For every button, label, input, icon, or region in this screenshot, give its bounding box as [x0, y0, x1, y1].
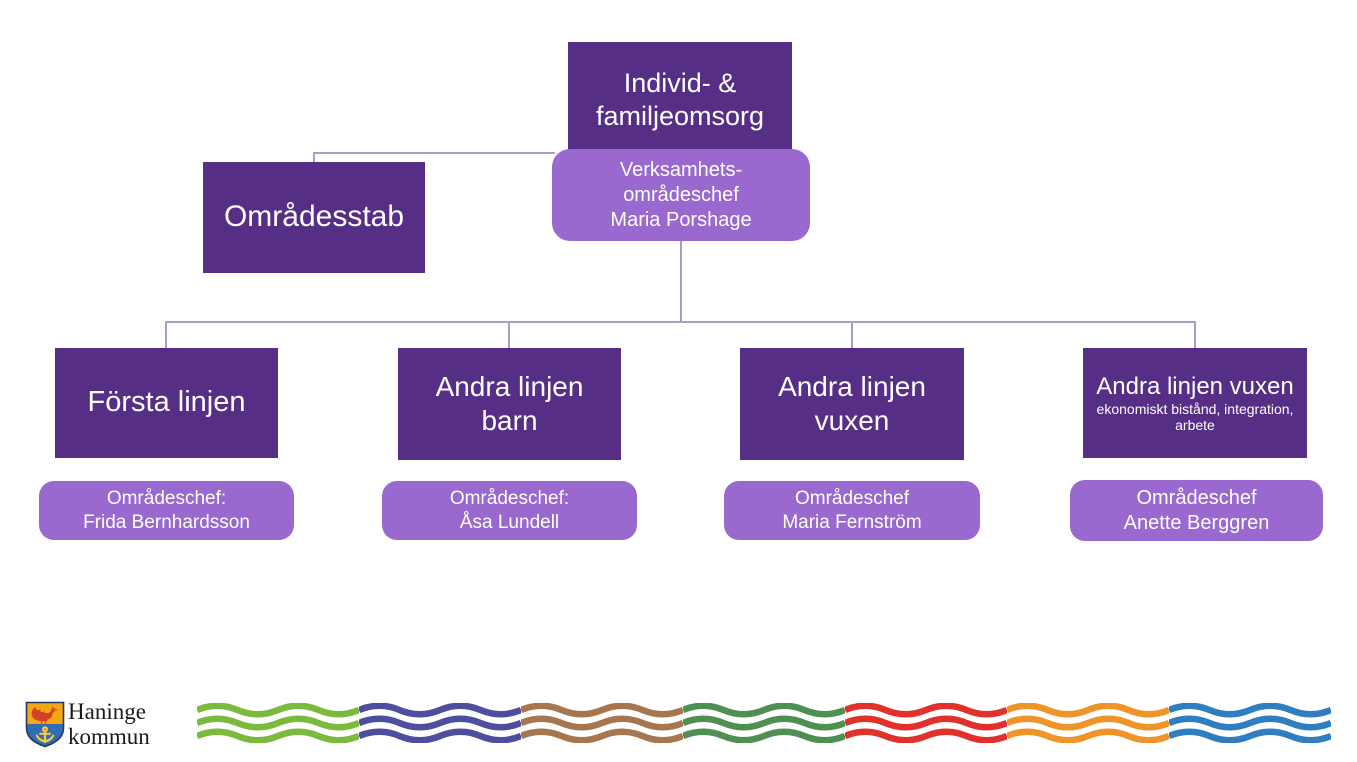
connector-main-horizontal — [165, 321, 1196, 323]
org-box-omradesstab: Områdesstab — [203, 162, 425, 273]
org-box-andra-linjen-vuxen-title: Andra linjen vuxen — [778, 370, 926, 436]
wave-segment-2 — [359, 703, 521, 743]
rooster-icon — [31, 706, 58, 724]
org-box-forsta-linjen-title: Första linjen — [87, 386, 246, 419]
org-box-andra-linjen-vuxen-ekonomiskt-title: Andra linjen vuxen — [1096, 373, 1294, 401]
manager-badge-andra-linjen-vuxen-ekonomiskt-label: Områdeschef Anette Berggren — [1123, 486, 1270, 534]
shield-border — [25, 701, 65, 748]
org-box-andra-linjen-vuxen-ekonomiskt-subtitle: ekonomiskt bistånd, integration, arbete — [1096, 400, 1294, 433]
haninge-coat-of-arms-icon — [25, 701, 65, 748]
logo-text: Haninge kommun — [68, 699, 150, 749]
manager-badge-andra-linjen-barn: Områdeschef: Åsa Lundell — [382, 481, 637, 540]
org-box-andra-linjen-barn: Andra linjen barn — [398, 348, 621, 460]
manager-badge-root-label: Verksamhets- områdeschef Maria Porshage — [610, 158, 752, 231]
wave-segment-3 — [521, 703, 683, 743]
manager-badge-forsta-linjen-label: Områdeschef: Frida Bernhardsson — [83, 487, 250, 533]
connector-staff-drop — [313, 152, 315, 163]
anchor-icon — [35, 726, 55, 744]
org-box-andra-linjen-vuxen: Andra linjen vuxen — [740, 348, 964, 460]
org-box-omradesstab-title: Områdesstab — [223, 200, 405, 234]
manager-badge-andra-linjen-vuxen-label: Områdeschef Maria Fernström — [782, 487, 922, 533]
wave-segment-4 — [683, 703, 845, 743]
connector-drop-unit-4 — [1194, 321, 1196, 348]
connector-root-feed — [680, 241, 682, 322]
org-box-root: Individ- & familjeomsorg — [568, 42, 792, 158]
manager-badge-andra-linjen-vuxen: Områdeschef Maria Fernström — [724, 481, 980, 540]
org-box-root-title: Individ- & familjeomsorg — [595, 68, 765, 131]
connector-drop-unit-2 — [508, 321, 510, 348]
manager-badge-root: Verksamhets- områdeschef Maria Porshage — [552, 149, 810, 241]
wave-segment-1 — [197, 703, 359, 743]
wave-decoration — [197, 703, 1331, 743]
org-box-andra-linjen-barn-title: Andra linjen barn — [435, 370, 584, 436]
wave-segment-6 — [1007, 703, 1169, 743]
manager-badge-andra-linjen-vuxen-ekonomiskt: Områdeschef Anette Berggren — [1070, 480, 1323, 541]
wave-segment-7 — [1169, 703, 1331, 743]
connector-drop-unit-1 — [165, 321, 167, 348]
org-box-andra-linjen-vuxen-ekonomiskt: Andra linjen vuxen ekonomiskt bistånd, i… — [1083, 348, 1307, 458]
org-box-forsta-linjen: Första linjen — [55, 348, 278, 458]
wave-segment-5 — [845, 703, 1007, 743]
manager-badge-forsta-linjen: Områdeschef: Frida Bernhardsson — [39, 481, 294, 540]
connector-staff-horizontal — [313, 152, 555, 154]
connector-drop-unit-3 — [851, 321, 853, 348]
manager-badge-andra-linjen-barn-label: Områdeschef: Åsa Lundell — [449, 487, 570, 533]
